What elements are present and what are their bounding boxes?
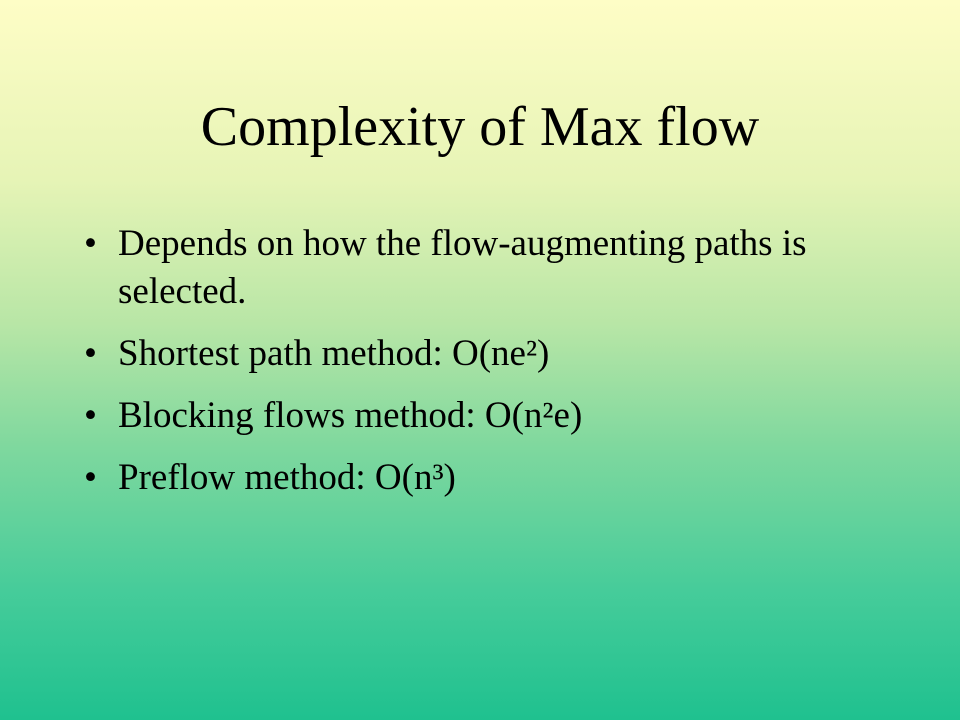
bullet-text: Preflow method: O(n³): [118, 457, 456, 498]
bullet-dot-icon: •: [84, 333, 97, 374]
bullet-dot-icon: •: [84, 223, 97, 264]
bullet-text: Blocking flows method: O(n²e): [118, 395, 583, 436]
bullet-dot-icon: •: [84, 395, 97, 436]
bullet-dot-icon: •: [84, 457, 97, 498]
bullet-item-preflow: • Preflow method: O(n³): [84, 454, 884, 502]
bullet-text: Depends on how the flow-augmenting paths…: [118, 223, 807, 312]
bullet-item-shortest-path: • Shortest path method: O(ne²): [84, 330, 884, 378]
bullet-text: Shortest path method: O(ne²): [118, 333, 550, 374]
slide-title: Complexity of Max flow: [200, 96, 760, 158]
bullet-item-path-selection: • Depends on how the flow-augmenting pat…: [84, 220, 884, 316]
bullet-list: • Depends on how the flow-augmenting pat…: [84, 220, 884, 516]
bullet-item-blocking-flows: • Blocking flows method: O(n²e): [84, 392, 884, 440]
